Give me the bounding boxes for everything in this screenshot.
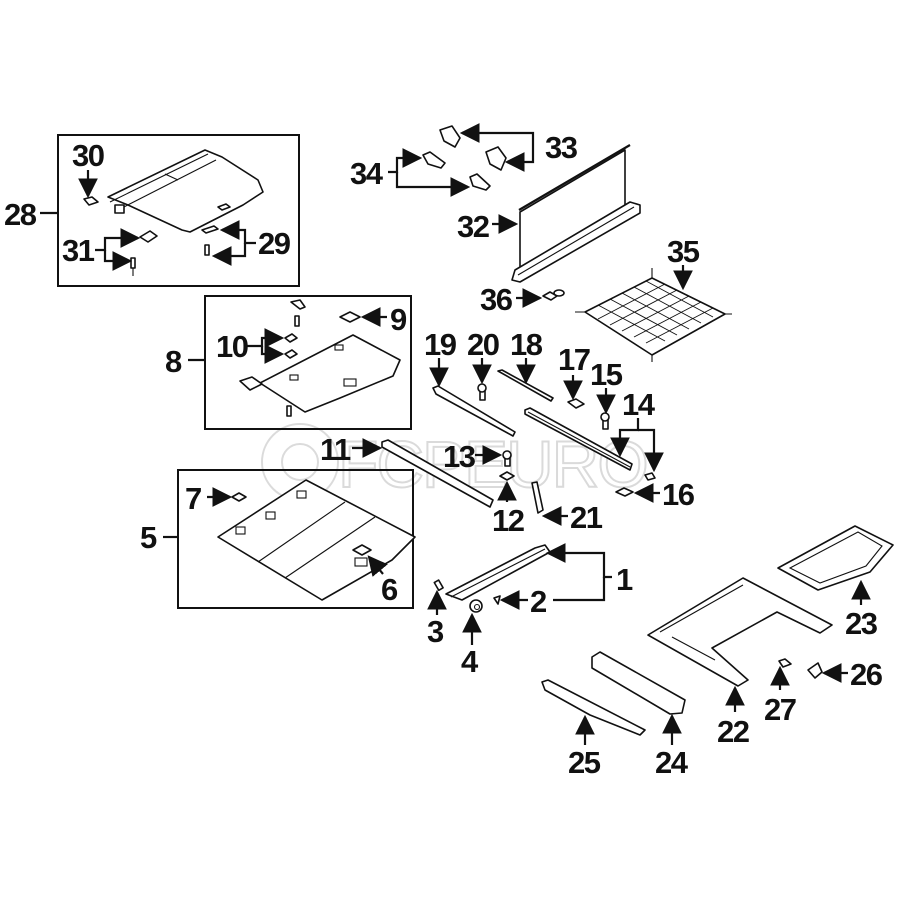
- part-4-nut[interactable]: [469, 599, 483, 613]
- part-20-bolt[interactable]: [477, 383, 487, 401]
- callout-13[interactable]: 13: [443, 439, 477, 474]
- part-10-clip[interactable]: [284, 299, 306, 417]
- part-9-cover[interactable]: [339, 311, 361, 323]
- callout-24[interactable]: 24: [655, 745, 690, 780]
- callout-18[interactable]: 18: [510, 327, 544, 362]
- callout-21[interactable]: 21: [570, 500, 604, 535]
- part-6-cover[interactable]: [352, 544, 372, 556]
- part-8-floor-board[interactable]: [239, 334, 401, 413]
- callout-3[interactable]: 3: [427, 614, 446, 649]
- callout-36[interactable]: 36: [480, 282, 514, 317]
- callout-20[interactable]: 20: [467, 327, 500, 362]
- part-5-floor-panel[interactable]: [217, 479, 416, 601]
- part-36-hook[interactable]: [542, 289, 565, 301]
- part-2-clip[interactable]: [493, 595, 501, 605]
- callout-6[interactable]: 6: [381, 572, 400, 607]
- callout-4[interactable]: 4: [461, 644, 481, 679]
- part-13-bolt[interactable]: [502, 450, 512, 467]
- callout-32[interactable]: 32: [457, 209, 490, 244]
- callout-29[interactable]: 29: [258, 226, 292, 261]
- callout-15[interactable]: 15: [590, 357, 624, 392]
- part-29-screw-cover[interactable]: [201, 225, 219, 256]
- callout-27[interactable]: 27: [764, 692, 797, 727]
- callout-34[interactable]: 34: [350, 156, 385, 191]
- callout-11[interactable]: 11: [320, 432, 353, 467]
- part-35-cargo-net[interactable]: [575, 268, 732, 362]
- callout-26[interactable]: 26: [850, 657, 884, 692]
- part-12-nut[interactable]: [499, 471, 515, 481]
- part-17-cap[interactable]: [567, 398, 585, 409]
- callout-28[interactable]: 28: [4, 197, 38, 232]
- part-14-side-rail[interactable]: [524, 407, 656, 481]
- watermark-text: FCPEURO: [338, 427, 647, 501]
- part-25-support[interactable]: [541, 679, 646, 736]
- callout-5[interactable]: 5: [140, 520, 159, 555]
- callout-9[interactable]: 9: [390, 302, 409, 337]
- callout-10[interactable]: 10: [216, 329, 249, 364]
- callout-16[interactable]: 16: [662, 477, 696, 512]
- callout-8[interactable]: 8: [165, 344, 184, 379]
- callout-labels: 1 2 3 4 5 6 7 8 9 10 11 12 13 14 15 16 1…: [4, 130, 884, 780]
- callout-7[interactable]: 7: [185, 481, 203, 516]
- part-26-bracket[interactable]: [807, 662, 823, 679]
- part-28-cargo-cover[interactable]: [107, 149, 264, 233]
- leader-lines: [40, 123, 871, 745]
- callout-19[interactable]: 19: [424, 327, 458, 362]
- callout-12[interactable]: 12: [492, 503, 525, 538]
- callout-2[interactable]: 2: [530, 584, 548, 619]
- callout-23[interactable]: 23: [845, 606, 879, 641]
- callout-30[interactable]: 30: [72, 138, 105, 173]
- callout-35[interactable]: 35: [667, 234, 701, 269]
- part-3-bolt[interactable]: [433, 579, 444, 592]
- part-33-bracket[interactable]: [439, 125, 507, 171]
- callout-22[interactable]: 22: [717, 714, 750, 749]
- part-22-floor-box[interactable]: [647, 577, 833, 687]
- callout-14[interactable]: 14: [622, 387, 657, 422]
- part-24-support[interactable]: [591, 651, 686, 715]
- group-box-28: [57, 134, 300, 287]
- part-15-bolt[interactable]: [600, 412, 610, 430]
- callout-1[interactable]: 1: [616, 562, 635, 597]
- part-32-partition[interactable]: [511, 144, 641, 283]
- callout-17[interactable]: 17: [558, 342, 591, 377]
- callout-25[interactable]: 25: [568, 745, 602, 780]
- part-16-nut[interactable]: [615, 487, 634, 497]
- callout-31[interactable]: 31: [62, 233, 96, 268]
- group-box-8: [204, 295, 412, 430]
- part-27-clip[interactable]: [778, 658, 792, 668]
- part-34-bracket[interactable]: [422, 151, 491, 191]
- part-18-strip[interactable]: [497, 369, 554, 402]
- part-7-clip[interactable]: [231, 492, 247, 502]
- part-23-tray[interactable]: [777, 525, 894, 591]
- callout-33[interactable]: 33: [545, 130, 579, 165]
- part-30-clip[interactable]: [83, 196, 99, 206]
